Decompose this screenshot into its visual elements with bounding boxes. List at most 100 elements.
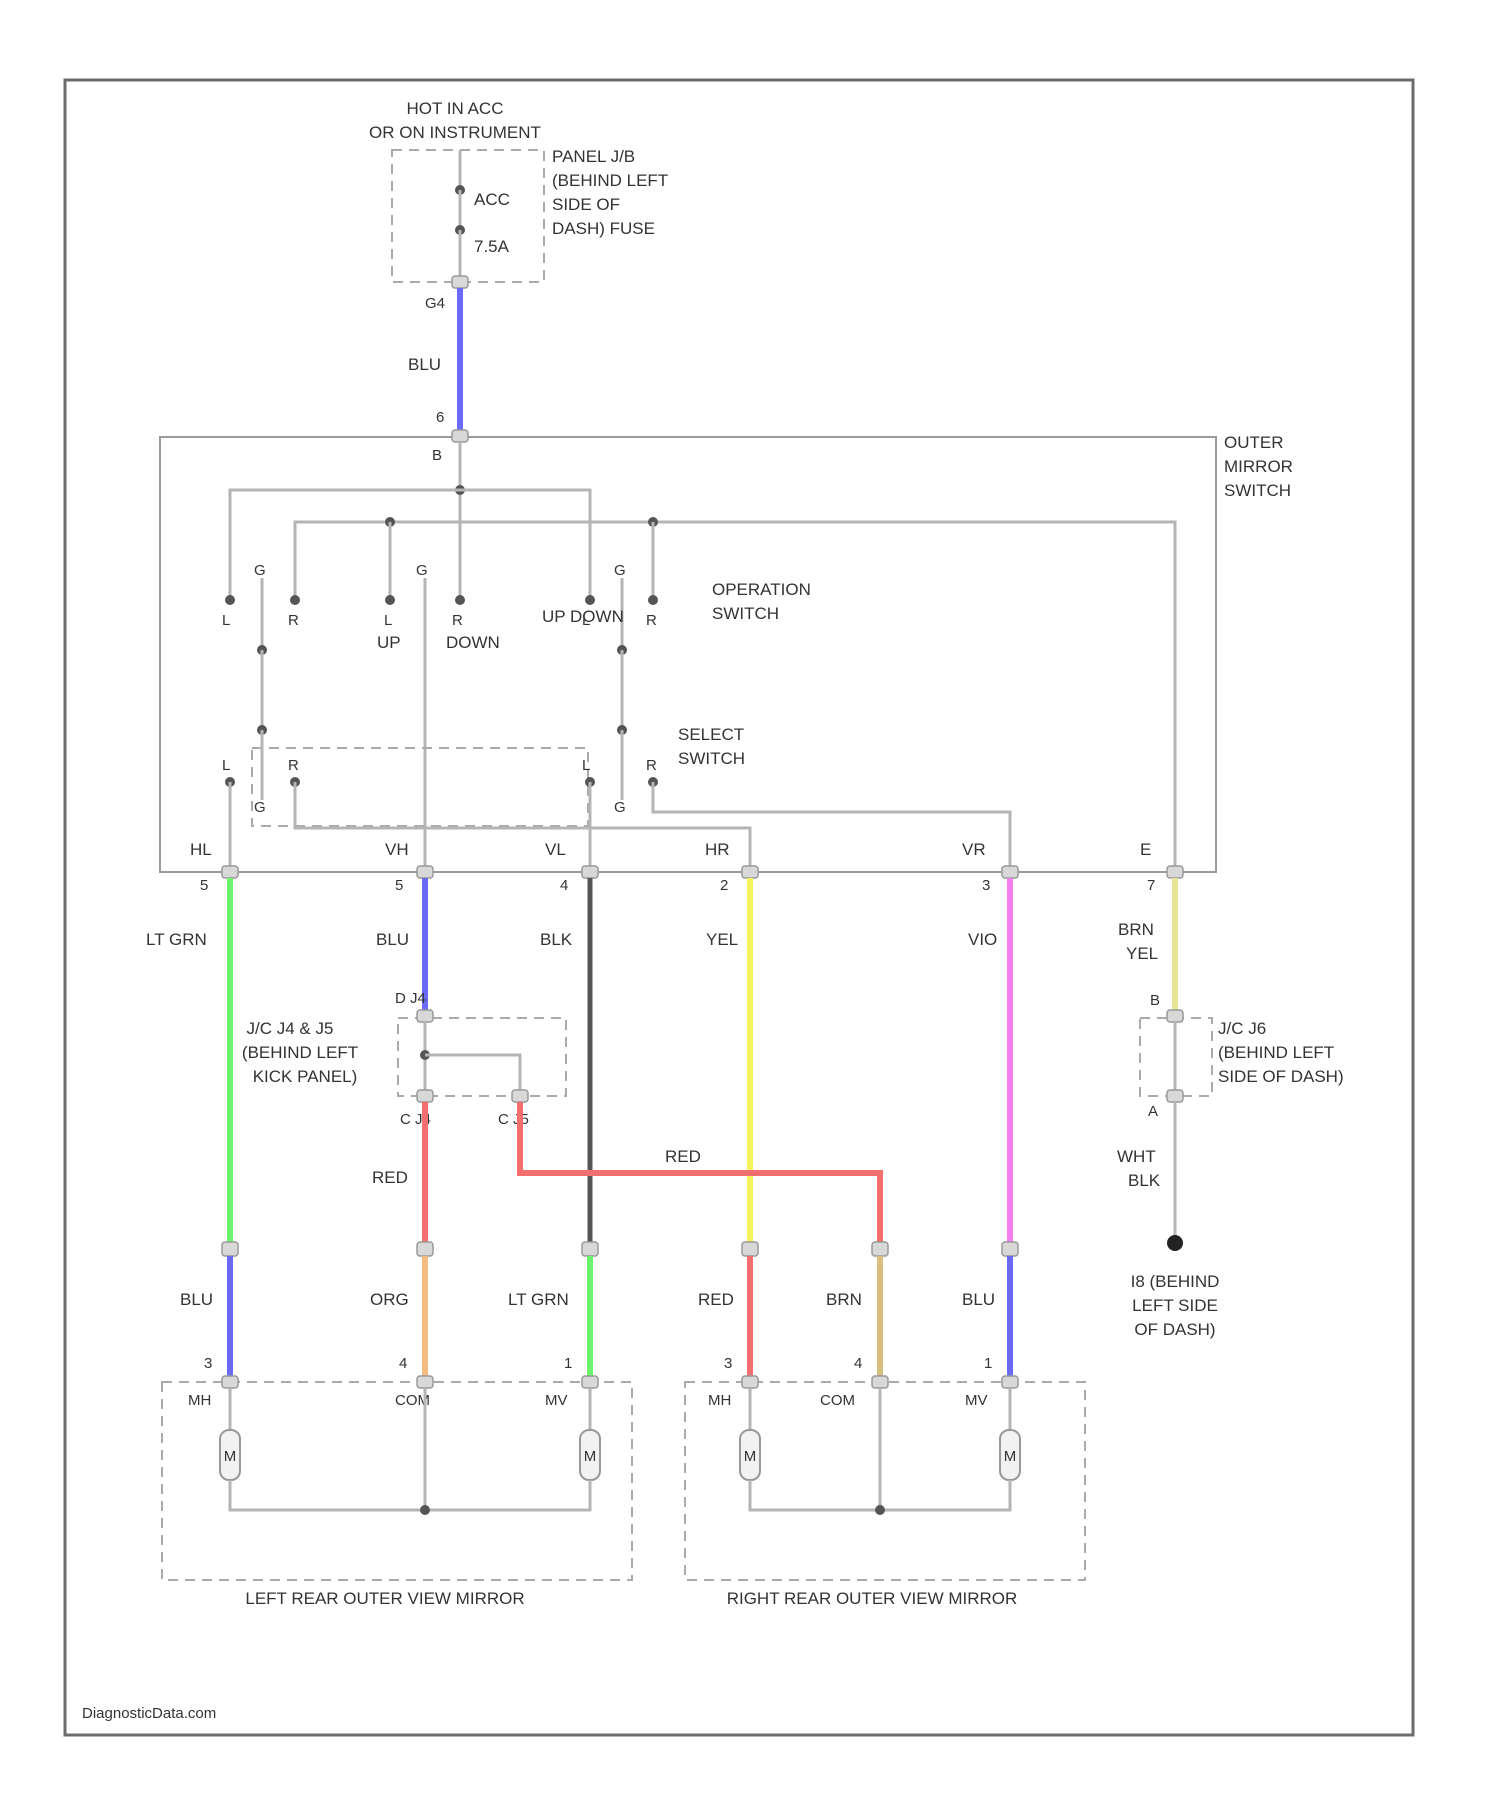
right-mirror-term-2: COM — [820, 1392, 855, 1409]
lower-wire-a-label: BLU — [180, 1290, 213, 1309]
wire-top-blu-label: BLU — [408, 355, 441, 374]
right-mirror-term-3: MV — [965, 1392, 988, 1409]
select-pin-3: L — [582, 757, 590, 774]
left-motor-v-label: M — [584, 1448, 597, 1465]
jc-right-label-2: (BEHIND LEFT — [1218, 1043, 1334, 1062]
op-arm-mid-num: G — [416, 562, 428, 579]
wire-jc-out-right — [520, 1102, 880, 1242]
inline-connectors — [222, 1242, 1018, 1256]
jc-left-label-2: (BEHIND LEFT — [242, 1043, 358, 1062]
wire-vr-label: VIO — [968, 930, 997, 949]
left-mirror-term-3: MV — [545, 1392, 568, 1409]
panel-label-4: DASH) FUSE — [552, 219, 655, 238]
junction-j6: B A J/C J6 (BEHIND LEFT SIDE OF DASH) — [1140, 992, 1344, 1120]
lower-wire-f-label: BLU — [962, 1290, 995, 1309]
jc-right-conn-out — [1167, 1090, 1183, 1102]
panel-label-1: PANEL J/B — [552, 147, 635, 166]
jc-left-conn-in — [417, 1010, 433, 1022]
right-mirror-pin-2: 4 — [854, 1355, 862, 1372]
right-mirror-conn-1 — [742, 1376, 758, 1388]
right-mirror-pin-3: 1 — [984, 1355, 992, 1372]
select-num-right: G — [614, 799, 626, 816]
right-mirror-term-1: MH — [708, 1392, 731, 1409]
op-contact-6 — [648, 595, 658, 605]
watermark: DiagnosticData.com — [82, 1705, 216, 1722]
right-motor-v-label: M — [1004, 1448, 1017, 1465]
fuse-rating: 7.5A — [474, 237, 510, 256]
left-mirror-term-1: MH — [188, 1392, 211, 1409]
pin-vh: 5 — [395, 877, 403, 894]
source-title-line1: HOT IN ACC — [407, 99, 504, 118]
select-num-left: G — [254, 799, 266, 816]
switch-label-3: SWITCH — [1224, 481, 1291, 500]
terminal-vr: VR — [962, 840, 986, 859]
outer-mirror-switch: B OUTER MIRROR SWITCH L R L R L R G G — [160, 430, 1293, 872]
lower-wire-d-label: RED — [698, 1290, 734, 1309]
lower-wire-c-label: LT GRN — [508, 1290, 569, 1309]
terminal-e: E — [1140, 840, 1151, 859]
inline-conn-2 — [417, 1242, 433, 1256]
inline-conn-3 — [582, 1242, 598, 1256]
inline-conn-1 — [222, 1242, 238, 1256]
jc-left-pin-out2: C J5 — [498, 1111, 529, 1128]
ground-label-2: LEFT SIDE — [1132, 1296, 1218, 1315]
right-motor-h-label: M — [744, 1448, 757, 1465]
pin-vr: 3 — [982, 877, 990, 894]
bus-b-right — [460, 490, 590, 600]
wire-hl-label: LT GRN — [146, 930, 207, 949]
jc-right-pin-in: B — [1150, 992, 1160, 1009]
ground-label-1: I8 (BEHIND — [1131, 1272, 1220, 1291]
right-rear-outer-view-mirror: 3 4 1 MH COM MV M M RIGHT REAR OUTER VIE… — [685, 1355, 1085, 1608]
switch-top-connector — [452, 430, 468, 442]
conn-vh — [417, 866, 433, 878]
wire-vl-label: BLK — [540, 930, 573, 949]
terminal-vh: VH — [385, 840, 409, 859]
conn-vr — [1002, 866, 1018, 878]
power-source: HOT IN ACC OR ON INSTRUMENT ACC 7.5A PAN… — [369, 99, 668, 312]
pin-hr: 2 — [720, 877, 728, 894]
select-label-1: SELECT — [678, 725, 744, 744]
op-contact-2 — [290, 595, 300, 605]
jc-right-conn-in — [1167, 1010, 1183, 1022]
inline-conn-4 — [742, 1242, 758, 1256]
switch-label-2: MIRROR — [1224, 457, 1293, 476]
select-pin-2: R — [288, 757, 299, 774]
select-label-2: SWITCH — [678, 749, 745, 768]
left-mirror-pin-3: 1 — [564, 1355, 572, 1372]
jc-right-pin-out: A — [1148, 1103, 1158, 1120]
op-contact-3 — [385, 595, 395, 605]
lower-wire-b-label: ORG — [370, 1290, 409, 1309]
left-mirror-pin-2: 4 — [399, 1355, 407, 1372]
acc-label: ACC — [474, 190, 510, 209]
lower-wire-e-label: BRN — [826, 1290, 862, 1309]
pin-vl: 4 — [560, 877, 568, 894]
switch-terminal-connectors: 5 5 4 2 3 7 — [200, 866, 1183, 894]
left-mirror-com-node — [420, 1505, 430, 1515]
wire-hr-label: YEL — [706, 930, 738, 949]
jc-right-label-1: J/C J6 — [1218, 1019, 1266, 1038]
op-pin-4: R — [452, 612, 463, 629]
left-mirror-pin-1: 3 — [204, 1355, 212, 1372]
jc-left-pin-in: D J4 — [395, 990, 426, 1007]
right-mirror-label: RIGHT REAR OUTER VIEW MIRROR — [727, 1589, 1018, 1608]
select-pin-4: R — [646, 757, 657, 774]
op-arm-left-num: G — [254, 562, 266, 579]
left-mirror-conn-2 — [417, 1376, 433, 1388]
terminal-hl: HL — [190, 840, 212, 859]
select-switch-box — [252, 748, 588, 826]
op-contact-5 — [585, 595, 595, 605]
operation-label-2: SWITCH — [712, 604, 779, 623]
jc-left-branch — [425, 1055, 520, 1090]
wire-vh-label: BLU — [376, 930, 409, 949]
select-pin-1: L — [222, 757, 230, 774]
conn-hl — [222, 866, 238, 878]
left-mirror-conn-1 — [222, 1376, 238, 1388]
operation-label-1: OPERATION — [712, 580, 811, 599]
left-mirror-return — [230, 1480, 590, 1510]
wire-jc-out-left-label: RED — [372, 1168, 408, 1187]
left-mirror-conn-3 — [582, 1376, 598, 1388]
op-pin-3: L — [384, 612, 392, 629]
connector-g4 — [452, 276, 468, 288]
op-pin-6: R — [646, 612, 657, 629]
